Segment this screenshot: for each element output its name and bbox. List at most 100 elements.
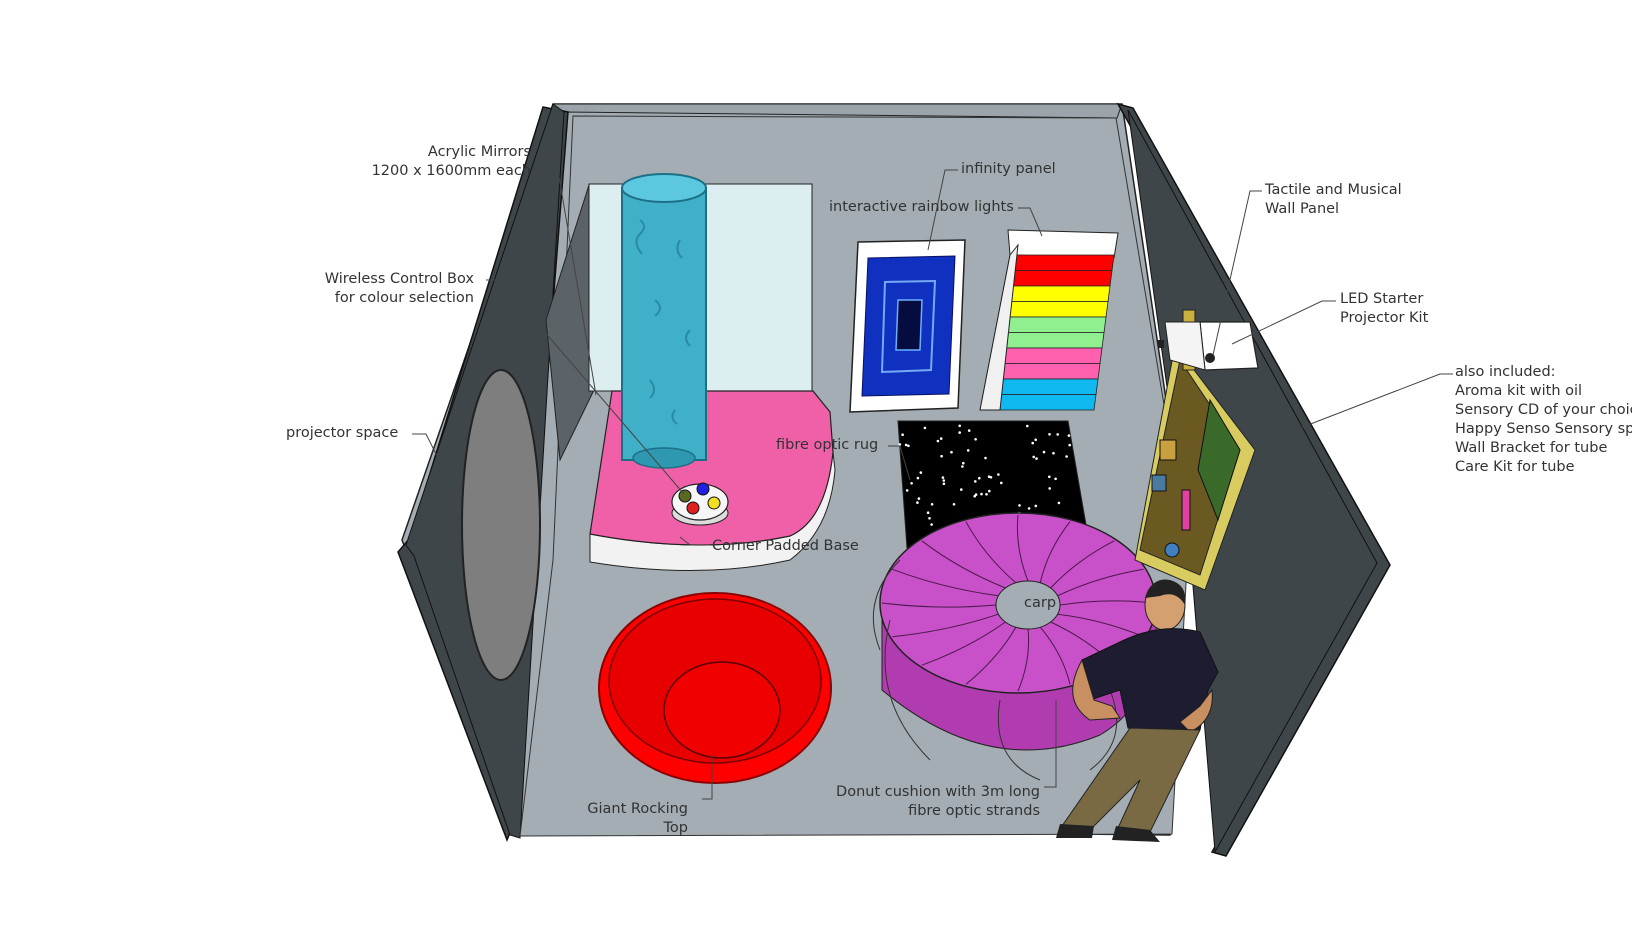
- person-shoe-right: [1112, 826, 1160, 842]
- fibre-optic-star: [950, 450, 953, 454]
- fibre-optic-strands: [872, 559, 1118, 781]
- label-wireless-control-line2: for colour selection: [334, 290, 474, 306]
- fibre-optic-rug-stars: [898, 424, 1084, 540]
- fibre-optic-star: [930, 523, 933, 526]
- fibre-optic-star: [960, 488, 963, 491]
- rainbow-light-strip: [991, 332, 1105, 349]
- infinity-panel-depth: [880, 279, 937, 374]
- rainbow-lights: [979, 243, 1115, 411]
- fibre-optic-star: [942, 482, 946, 486]
- fibre-optic-star: [1032, 455, 1035, 459]
- fibre-optic-star: [952, 503, 956, 506]
- label-led-projector-line2: Projector Kit: [1340, 310, 1429, 326]
- fibre-optic-star: [1018, 504, 1021, 507]
- label-tactile-panel-line2: Wall Panel: [1265, 201, 1340, 217]
- fibre-optic-star: [1054, 477, 1057, 481]
- leader-tactile-panel: [1212, 190, 1262, 356]
- tactile-green-tile: [1197, 398, 1241, 522]
- fibre-optic-star: [939, 437, 943, 440]
- fibre-optic-star: [1056, 433, 1059, 436]
- donut-seam: [881, 602, 997, 608]
- fibre-optic-star: [1042, 450, 1046, 454]
- bubble-tube-bottom: [632, 447, 696, 469]
- donut-seam: [1039, 626, 1071, 685]
- also-included-heading: also included:: [1455, 364, 1556, 380]
- fibre-optic-star: [985, 493, 988, 496]
- fibre-optic-star: [1000, 481, 1003, 485]
- label-corner-base: Corner Padded Base: [712, 538, 859, 554]
- donut-seam: [1017, 628, 1030, 692]
- tactile-panel-tile: [1151, 474, 1167, 492]
- donut-seam: [965, 626, 1017, 685]
- label-carpet: carp: [1024, 595, 1057, 611]
- person-shoe-left: [1056, 824, 1094, 838]
- fibre-optic-star: [958, 424, 961, 428]
- also-included-item: Happy Senso Sensory spray: [1455, 421, 1632, 437]
- fibre-optic-star: [1067, 434, 1071, 437]
- label-projector-space: projector space: [286, 425, 399, 441]
- fibre-optic-star: [898, 443, 902, 446]
- donut-seam: [1016, 514, 1029, 582]
- rainbow-light-strip: [994, 316, 1107, 333]
- fibre-optic-star: [1048, 433, 1051, 436]
- label-rocking-top-line2: Top: [663, 820, 688, 836]
- fibre-optic-star: [967, 429, 971, 432]
- donut-seam: [1059, 600, 1155, 606]
- also-included-item: Aroma kit with oil: [1455, 383, 1583, 399]
- rainbow-light-strip: [997, 301, 1109, 318]
- control-button-red: [686, 501, 700, 515]
- projector-space: [461, 369, 541, 681]
- infinity-panel-depth-2: [895, 299, 923, 351]
- label-rainbow-lights: interactive rainbow lights: [829, 199, 1014, 215]
- rainbow-light-strip: [1006, 254, 1115, 271]
- donut-seam: [921, 540, 1006, 589]
- fibre-optic-star: [942, 479, 946, 482]
- leader-also-included: [1294, 373, 1453, 431]
- donut-cushion-hole: [995, 580, 1061, 630]
- fibre-optic-star: [928, 517, 931, 520]
- donut-seam: [965, 521, 1017, 584]
- leader-led-projector: [1231, 300, 1336, 345]
- fibre-optic-star: [1026, 424, 1029, 428]
- also-included-item: Care Kit for tube: [1455, 459, 1575, 475]
- donut-seam: [1039, 521, 1071, 583]
- person-arm-right: [1179, 688, 1213, 733]
- label-acrylic-mirrors: Acrylic Mirrors 1200 x 1600mm each: [372, 143, 531, 181]
- person-arm-left: [1072, 658, 1121, 721]
- person-hair: [1145, 579, 1186, 605]
- leader-wireless-control: [486, 279, 685, 495]
- fibre-optic-star: [910, 482, 913, 485]
- bubble-tube-texture: [635, 219, 691, 425]
- fibre-optic-star: [904, 443, 908, 447]
- label-infinity-panel: infinity panel: [961, 161, 1056, 177]
- label-acrylic-mirrors-line1: Acrylic Mirrors: [427, 144, 531, 160]
- led-projector-lens-small: [1158, 340, 1164, 348]
- fibre-optic-star: [926, 511, 930, 514]
- fibre-optic-star: [940, 454, 943, 458]
- leader-rocking-top: [702, 755, 713, 800]
- label-tactile-panel-line1: Tactile and Musical: [1265, 182, 1402, 198]
- fibre-optic-star: [1048, 475, 1051, 479]
- donut-seam: [892, 568, 999, 597]
- fibre-optic-star: [978, 476, 981, 480]
- fibre-optic-star: [997, 473, 1000, 476]
- label-acrylic-mirrors-line2: 1200 x 1600mm each: [371, 163, 531, 179]
- fibre-optic-star: [980, 492, 983, 496]
- tactile-panel-tile: [1181, 489, 1191, 531]
- led-projector-lens: [1205, 353, 1215, 363]
- fibre-optic-star: [1065, 455, 1068, 458]
- fibre-optic-star: [966, 449, 970, 452]
- label-fibre-rug: fibre optic rug: [776, 437, 879, 453]
- leader-lines: [412, 152, 1453, 800]
- label-donut-line1: Donut cushion with 3m long: [836, 784, 1040, 800]
- donut-cushion-seams: [881, 514, 1155, 692]
- rainbow-lights-frame: [1007, 229, 1119, 259]
- giant-rocking-top-center: [663, 661, 781, 759]
- led-projector-side: [1164, 321, 1206, 371]
- bubble-tube-top: [621, 173, 707, 203]
- label-wireless-control-line1: Wireless Control Box: [324, 271, 474, 287]
- donut-seam: [921, 621, 1006, 666]
- fibre-optic-star: [936, 439, 940, 443]
- label-led-projector: LED Starter Projector Kit: [1340, 290, 1428, 328]
